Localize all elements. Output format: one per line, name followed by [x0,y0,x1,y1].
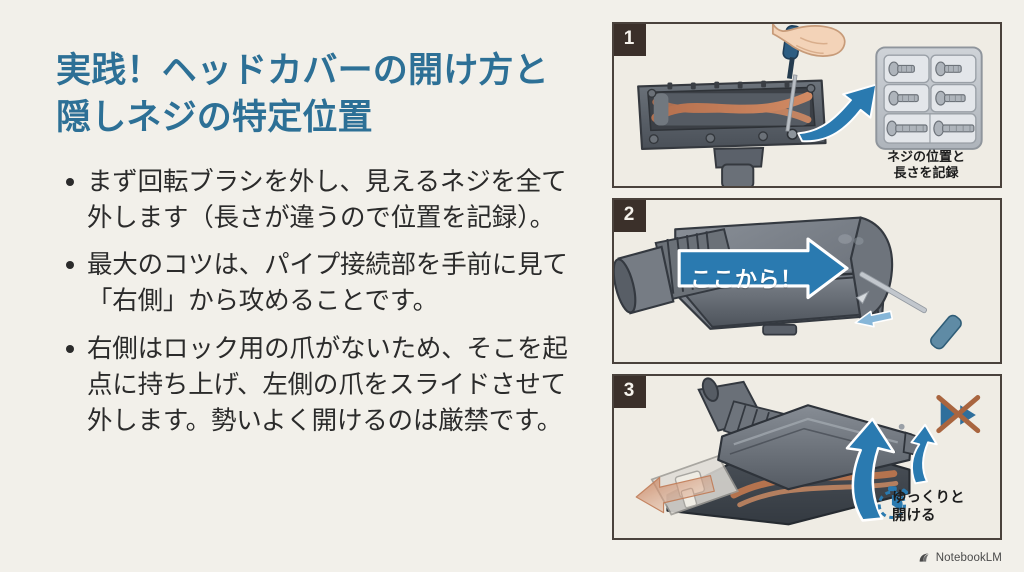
panel-number-badge: 1 [614,24,646,56]
panel-3-illustration [614,376,1000,538]
hand-icon [771,24,846,57]
panel-1-illustration [614,24,1000,186]
notebooklm-spark-icon [918,551,931,564]
stopwatch-icon [877,486,909,519]
panel-number-badge: 2 [614,200,646,232]
bullet-list: まず回転ブラシを外し、見えるネジを全て外します（長さが違うので位置を記録）。 最… [56,164,570,439]
bullet-dot-icon [66,261,74,270]
bullet-text: 最大のコツは、パイプ接続部を手前に見て「右側」から攻めることです。 [87,251,568,316]
no-fast-open-icon [936,395,981,434]
notebooklm-watermark: NotebookLM [918,551,1002,564]
panel-step-2: 2 [612,198,1002,364]
panel-3-caption-line-1: ゆっくりと [892,490,965,507]
list-item: 最大のコツは、パイプ接続部を手前に見て「右側」から攻めることです。 [56,247,570,319]
bullet-text: まず回転ブラシを外し、見えるネジを全て外します（長さが違うので位置を記録）。 [87,167,567,232]
panel-2-illustration [614,200,1000,362]
list-item: 右側はロック用の爪がないため、そこを起点に持ち上げ、左側の爪をスライドさせて外し… [56,331,570,440]
bullet-dot-icon [66,344,74,353]
illustration-panel-group: 1 [612,22,1002,550]
lift-arrow-icon [845,417,896,522]
panel-1-caption: ネジの位置と 長さを記録 [866,149,986,181]
orange-slide-arrow-icon [635,474,715,514]
panel-step-3: 3 [612,374,1002,540]
text-column: 実践！ヘッドカバーの開け方と隠しネジの特定位置 まず回転ブラシを外し、見えるネジ… [56,51,570,439]
small-blue-arrow-icon [854,310,894,328]
lift-arrow-small-icon [910,423,938,485]
vacuum-head-icon [637,79,827,186]
blue-arrow-icon [797,83,878,143]
bullet-dot-icon [66,177,74,186]
panel-2-arrow-label: ここから！ [690,267,803,292]
panel-1-caption-line-1: ネジの位置と [886,149,965,165]
page-title: 実践！ヘッドカバーの開け方と隠しネジの特定位置 [56,51,549,137]
panel-step-1: 1 [612,22,1002,188]
blue-banner-arrow-icon [677,237,849,300]
bullet-text: 右側はロック用の爪がないため、そこを起点に持ち上げ、左側の爪をスライドさせて外し… [87,334,568,435]
notebooklm-watermark-label: NotebookLM [935,551,1002,564]
panel-1-caption-line-2: 長さを記録 [893,165,959,181]
screwdriver-icon [855,271,962,350]
screw-tray-icon [875,46,983,150]
panel-number-badge: 3 [614,376,646,408]
list-item: まず回転ブラシを外し、見えるネジを全て外します（長さが違うので位置を記録）。 [56,164,570,236]
panel-3-caption: ゆっくりと 開ける [892,490,990,526]
panel-3-caption-line-2: 開ける [892,508,936,525]
